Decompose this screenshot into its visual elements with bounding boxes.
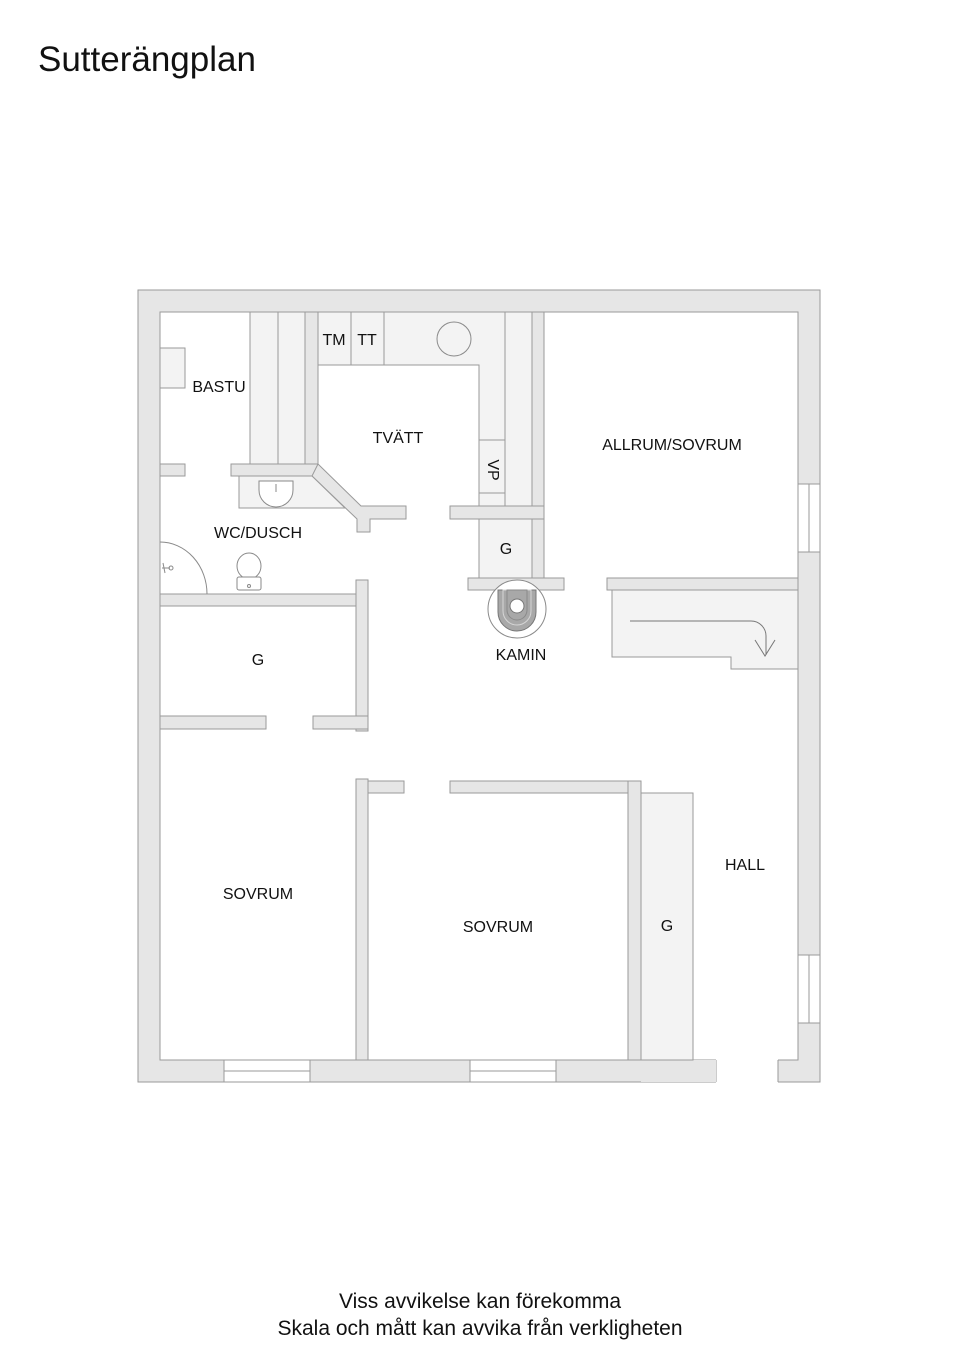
tumble-dryer: [350, 311, 385, 366]
wall-wc-bottom: [159, 593, 357, 607]
shower-door-arc-icon: [159, 541, 208, 595]
window-bottom-left: [223, 1059, 311, 1083]
wall-bastu-tvatt: [304, 311, 319, 465]
wall-utility-stub: [449, 505, 545, 520]
wall-allrum-bottom: [606, 577, 799, 591]
room-label-allrum: ALLRUM/SOVRUM: [602, 437, 742, 454]
room-label-g-hall: G: [660, 918, 674, 935]
room-label-g-left: G: [251, 652, 265, 669]
cabinet-right: [504, 311, 533, 507]
window-right-upper: [797, 483, 821, 553]
room-label-tm: TM: [322, 332, 346, 349]
toilet-icon: [236, 552, 262, 591]
sink-icon: [258, 480, 294, 508]
wall-bastu-bottom-left: [159, 463, 186, 477]
wall-sovrum-mid-top-right: [449, 780, 641, 794]
room-label-wc: WC/DUSCH: [214, 525, 302, 542]
sauna-bench-2: [277, 311, 306, 465]
disclaimer-line-1: Viss avvikelse kan förekomma: [338, 1290, 622, 1313]
wall-bastu-bottom-right: [230, 463, 319, 477]
wall-sovrum-mid-left: [355, 778, 369, 1061]
room-label-tvatt: TVÄTT: [372, 430, 424, 447]
water-heater-icon: [436, 321, 472, 357]
room-label-kamin: KAMIN: [495, 647, 547, 664]
room-label-bastu: BASTU: [192, 379, 246, 396]
wall-tvatt-allrum: [531, 311, 545, 579]
wall-hall-bottom: [641, 1060, 716, 1082]
plan-title: Sutterängplan: [38, 40, 256, 79]
window-right-lower: [797, 954, 821, 1024]
room-label-tt: TT: [357, 332, 377, 349]
wall-sovrum-mid-right: [627, 780, 642, 1061]
vp-base: [478, 492, 506, 507]
storage-utility: [478, 518, 533, 579]
sauna-bench-1: [249, 311, 279, 465]
vp-unit: [478, 439, 506, 494]
sauna-heater: [159, 347, 186, 389]
wall-g-bottom-right: [312, 715, 369, 730]
room-label-hall: HALL: [724, 857, 766, 874]
outer-wall: [137, 289, 821, 1083]
washing-machine: [317, 311, 352, 366]
room-label-g-utility: G: [499, 541, 513, 558]
wall-g-right: [355, 579, 369, 732]
entrance-opening: [716, 1059, 778, 1083]
fireplace-icon: [487, 579, 547, 639]
wall-sovrum-mid-top-left: [367, 780, 405, 794]
room-label-sovrum-mid: SOVRUM: [462, 919, 534, 936]
wall-g-bottom-left: [159, 715, 267, 730]
stairs-direction-arrow-icon: [630, 620, 776, 657]
window-bottom-mid: [469, 1059, 557, 1083]
shower-head-icon: [162, 562, 174, 574]
staircase: [611, 589, 799, 670]
storage-hall: [640, 792, 694, 1061]
room-label-vp: VP: [484, 459, 501, 481]
disclaimer-line-2: Skala och mått kan avvika från verklighe…: [277, 1317, 683, 1340]
room-label-sovrum-left: SOVRUM: [222, 886, 294, 903]
